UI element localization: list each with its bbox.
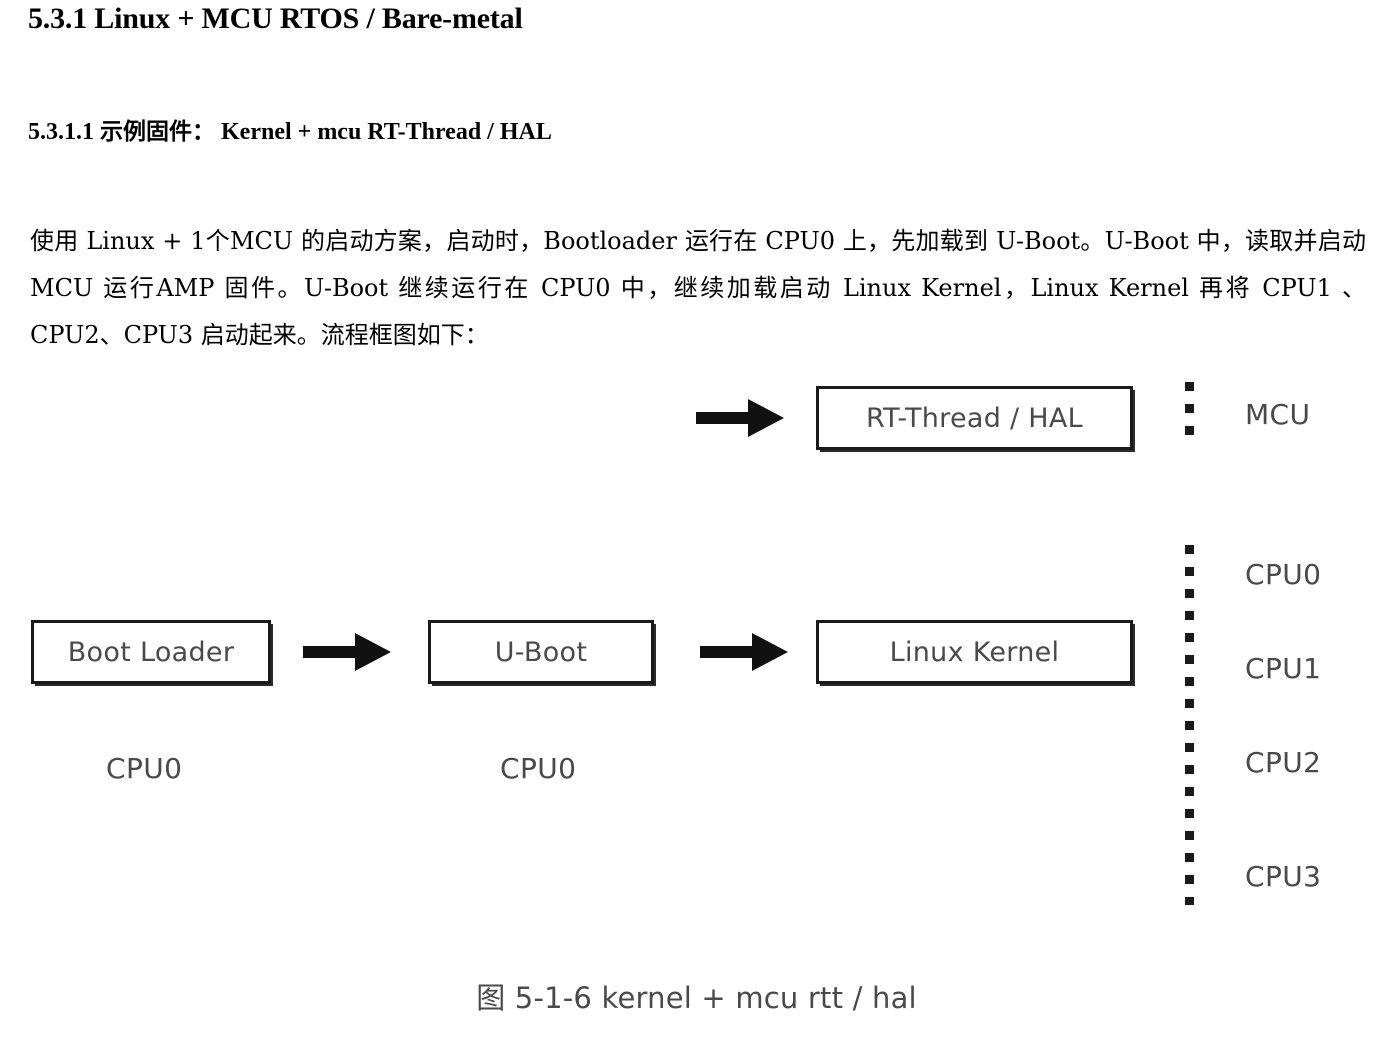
side-label-cpu0: CPU0 <box>1245 558 1322 591</box>
heading2-english-text: Kernel + mcu RT-Thread / HAL <box>215 119 552 145</box>
arrow-right-icon <box>303 633 391 671</box>
dotted-divider-mcu <box>1185 382 1194 444</box>
boot-flow-diagram: RT-Thread / HAL MCU Boot Loader U-Boot L… <box>0 360 1393 920</box>
side-label-cpu3: CPU3 <box>1245 860 1322 893</box>
node-rt-thread-hal-label: RT-Thread / HAL <box>865 402 1084 434</box>
under-label-u-boot-cpu: CPU0 <box>500 752 577 785</box>
node-u-boot: U-Boot <box>428 620 654 684</box>
node-boot-loader-label: Boot Loader <box>67 636 235 668</box>
body-paragraph: 使用 Linux + 1个MCU 的启动方案，启动时，Bootloader 运行… <box>30 218 1366 359</box>
side-label-mcu: MCU <box>1245 398 1311 431</box>
heading2-cjk-text: 示例固件： <box>100 119 215 145</box>
node-u-boot-label: U-Boot <box>494 636 588 668</box>
side-label-cpu2: CPU2 <box>1245 746 1322 779</box>
node-boot-loader: Boot Loader <box>31 620 271 684</box>
node-linux-kernel-label: Linux Kernel <box>889 636 1060 668</box>
side-label-cpu1: CPU1 <box>1245 652 1322 685</box>
node-linux-kernel: Linux Kernel <box>816 620 1133 684</box>
heading2-number: 5.3.1.1 <box>28 119 100 145</box>
under-label-boot-loader-cpu: CPU0 <box>106 752 183 785</box>
dotted-divider-cpus <box>1185 545 1194 905</box>
arrow-right-icon <box>696 399 784 437</box>
node-rt-thread-hal: RT-Thread / HAL <box>816 386 1133 450</box>
section-heading-5-3-1: 5.3.1 Linux + MCU RTOS / Bare-metal <box>28 2 523 35</box>
section-heading-5-3-1-1: 5.3.1.1 示例固件： Kernel + mcu RT-Thread / H… <box>28 112 552 146</box>
figure-caption-text: 图 5-1-6 kernel + mcu rtt / hal <box>476 981 917 1015</box>
arrow-right-icon <box>700 633 788 671</box>
figure-caption: 图 5-1-6 kernel + mcu rtt / hal <box>0 975 1393 1017</box>
body-paragraph-text: 使用 Linux + 1个MCU 的启动方案，启动时，Bootloader 运行… <box>30 227 1366 349</box>
